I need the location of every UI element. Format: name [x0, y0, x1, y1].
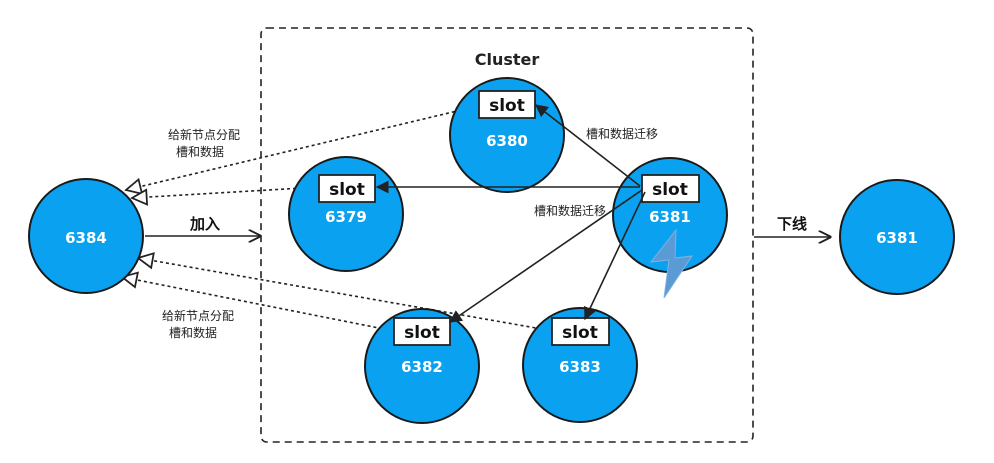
cluster-title: Cluster — [475, 50, 540, 69]
slot-label: slot — [404, 323, 440, 343]
migrate-arrow-to-6380 — [534, 104, 641, 187]
lightning-icon — [649, 228, 694, 299]
migrate-arrow-to-6383 — [584, 191, 646, 321]
migrate-arrow-to-6382 — [448, 189, 643, 323]
offline-label: 下线 — [777, 215, 807, 233]
slot-box-6381: slot — [641, 174, 700, 203]
join-label: 加入 — [189, 215, 220, 233]
slot-box-6382: slot — [393, 317, 451, 346]
slot-label: slot — [329, 180, 365, 200]
node-6384 — [28, 178, 144, 294]
slot-label: slot — [489, 96, 525, 116]
node-6382-label: 6382 — [401, 358, 443, 376]
assign-caption-bottom-line1: 给新节点分配 — [162, 308, 234, 323]
slot-box-6379: slot — [318, 174, 376, 203]
slot-label: slot — [562, 323, 598, 343]
assign-caption-top-line1: 给新节点分配 — [168, 127, 240, 142]
assign-arrow-from-6382 — [122, 277, 395, 332]
assign-caption-top-line2: 槽和数据 — [176, 144, 224, 159]
slot-label: slot — [652, 180, 688, 200]
migrate-caption-top: 槽和数据迁移 — [586, 126, 658, 141]
assign-arrow-from-6383 — [138, 258, 554, 332]
assign-arrow-from-6379 — [132, 186, 321, 198]
assign-arrow-from-6380 — [126, 105, 479, 190]
node-6380-label: 6380 — [486, 132, 528, 150]
node-6381-label: 6381 — [649, 208, 691, 226]
slot-box-6380: slot — [478, 90, 536, 119]
node-6381-offline-label: 6381 — [876, 229, 918, 247]
node-6379-label: 6379 — [325, 208, 367, 226]
migrate-caption-mid: 槽和数据迁移 — [534, 203, 606, 218]
node-6381-offline — [839, 179, 955, 295]
slot-box-6383: slot — [551, 317, 610, 346]
node-6384-label: 6384 — [65, 229, 107, 247]
node-6383-label: 6383 — [559, 358, 601, 376]
assign-caption-bottom-line2: 槽和数据 — [169, 325, 217, 340]
